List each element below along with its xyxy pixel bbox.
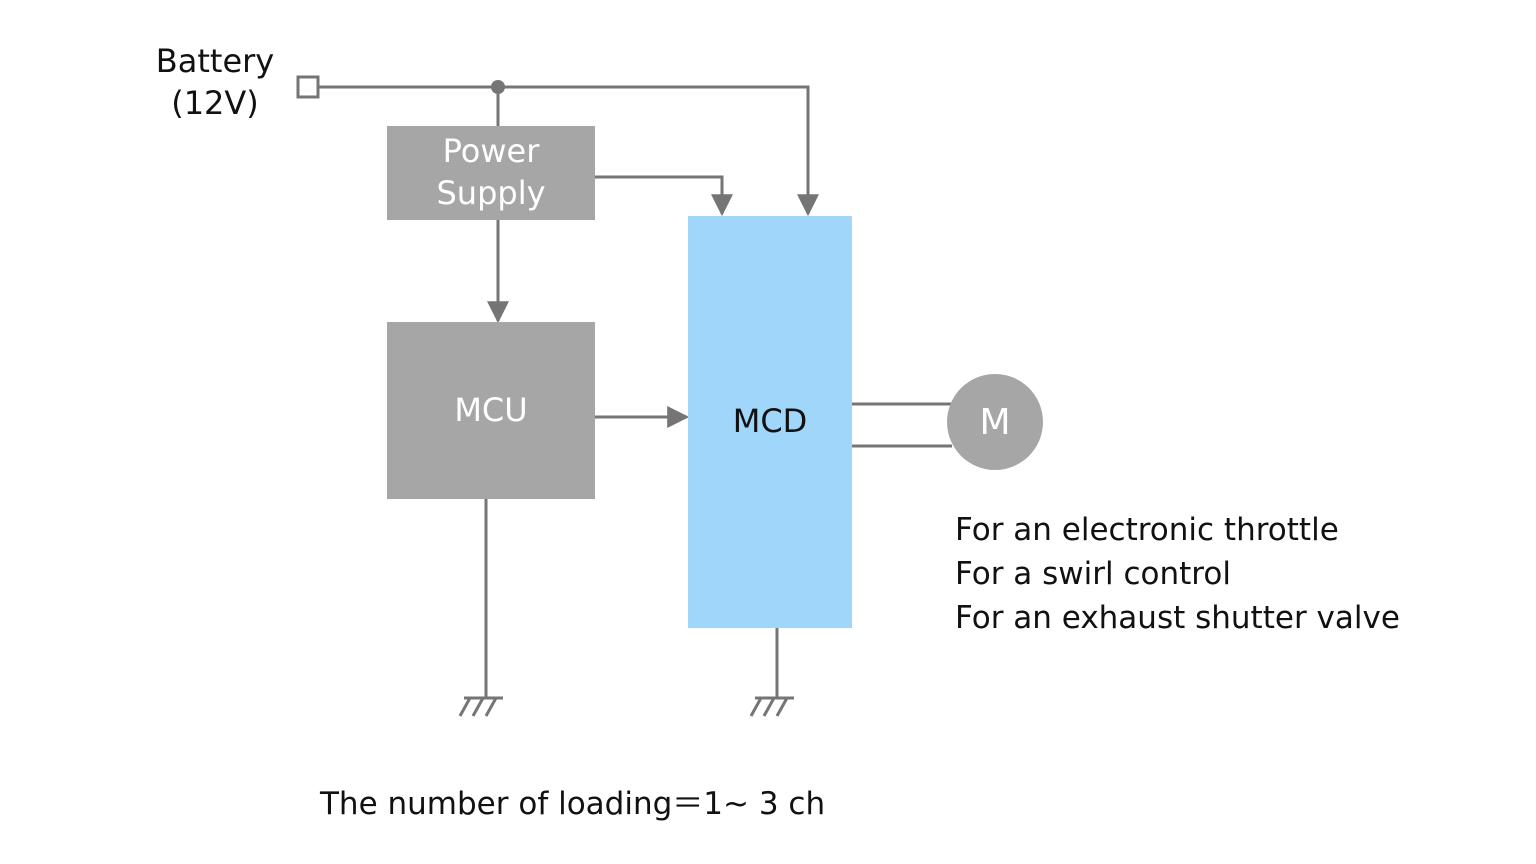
battery-terminal <box>296 75 320 99</box>
mcu-label: MCU <box>454 391 527 429</box>
use-swirl-control: For a swirl control <box>955 556 1231 592</box>
mcd-block <box>688 216 852 628</box>
battery-voltage-label: (12V) <box>171 84 259 122</box>
power-supply-to-mcd-wire <box>595 175 733 217</box>
battery-bus-wire <box>318 85 819 217</box>
power-supply-block <box>387 126 595 220</box>
mcu-block <box>387 322 595 499</box>
mcu-ground-icon <box>458 696 503 717</box>
use-exhaust-shutter-valve: For an exhaust shutter valve <box>955 600 1400 636</box>
motor-symbol <box>947 374 1043 470</box>
power-supply-label-line1: Power <box>443 132 541 170</box>
loading-count-note: The number of loading＝1~ 3 ch <box>319 786 825 822</box>
motor-label: M <box>979 402 1010 443</box>
power-supply-label-line2: Supply <box>436 174 545 212</box>
mcd-label: MCD <box>733 402 808 440</box>
use-electronic-throttle: For an electronic throttle <box>955 512 1339 548</box>
mcd-ground-icon <box>749 696 794 717</box>
battery-label: Battery <box>156 42 274 80</box>
